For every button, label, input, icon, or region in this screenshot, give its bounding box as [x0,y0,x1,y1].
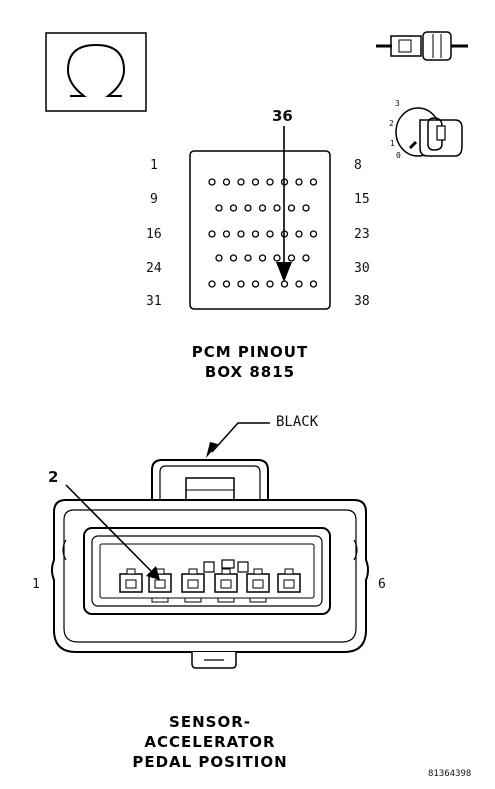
pcm-pin-grid [208,178,318,288]
pcm-row3-start-label: 16 [146,227,162,242]
sensor-pin-terminal [252,579,264,589]
sensor-pin-terminal [125,579,137,589]
ignition-pos-3: 3 [395,99,400,108]
pcm-connector [189,150,331,310]
pcm-row5-start-label: 31 [146,294,162,309]
sensor-pin-latch [126,568,136,575]
sensor-title-line2: ACCELERATOR [144,733,276,751]
sensor-pin-slot [151,597,169,603]
ignition-pos-1: 1 [390,139,395,148]
pcm-pin [258,254,267,262]
pcm-pin [273,204,281,212]
pcm-row3-end-label: 23 [354,227,370,242]
pcm-pin [302,204,310,212]
sensor-callout-label: 2 [48,468,59,486]
pcm-callout-arrow [276,126,292,282]
pcm-pin [208,280,216,288]
sensor-connector [51,459,369,669]
pcm-pin [309,230,318,238]
pcm-pin [222,280,231,288]
omega-symbol-icon [45,32,147,112]
sensor-pin-latch [221,568,231,575]
pcm-pin [273,254,281,262]
pcm-row4-end-label: 30 [354,261,370,276]
sensor-title: SENSOR- ACCELERATOR PEDAL POSITION [110,712,310,772]
pcm-pin [244,204,252,212]
sensor-pin-latch [188,568,198,575]
pcm-pin [215,204,223,212]
pcm-title: PCM PINOUT BOX 8815 [170,342,330,382]
sensor-title-line1: SENSOR- [169,713,251,731]
pcm-callout-label: 36 [272,107,293,125]
sensor-callout-arrow [65,484,160,580]
sensor-pin6-label: 6 [378,577,386,592]
pcm-row1-start-label: 1 [150,158,158,173]
pcm-pin [309,178,318,186]
pcm-pin [280,280,289,288]
pcm-row1-end-label: 8 [354,158,362,173]
sensor-pin-terminal [283,579,295,589]
sensor-pin-terminal [187,579,199,589]
ignition-key-icon [395,107,463,157]
pcm-row5-end-label: 38 [354,294,370,309]
pcm-pin [222,230,231,238]
pcm-pin [287,204,296,212]
pcm-pin [258,204,267,212]
color-callout-leader [206,422,270,458]
sensor-pin-cavity [214,573,238,593]
pcm-pin [287,254,296,262]
pcm-pin [244,254,252,262]
pcm-row4-start-label: 24 [146,261,162,276]
pcm-pin [295,230,303,238]
sensor-pin-cavity [277,573,301,593]
pcm-pin [237,178,245,186]
sensor-title-line3: PEDAL POSITION [132,753,288,771]
pcm-title-line1: PCM PINOUT [191,343,309,361]
pcm-pin [251,178,260,186]
pcm-pin [266,230,274,238]
pcm-pin [266,280,274,288]
ignition-pos-2: 2 [389,119,394,128]
pcm-pin [251,280,260,288]
figure-id: 81364398 [428,769,472,779]
ignition-pos-0: 0 [396,151,401,160]
sensor-pin-terminal [220,579,232,589]
pcm-row2-end-label: 15 [354,192,370,207]
sensor-pin-slot [217,597,235,603]
pcm-pin [295,178,303,186]
sensor-pin-latch [253,568,263,575]
pcm-pin [215,254,223,262]
pcm-pin [251,230,260,238]
pcm-pin [237,280,245,288]
wire-color-label: BLACK [276,414,319,430]
sensor-pin-cavity [181,573,205,593]
sensor-pin-cavity [119,573,143,593]
sensor-pin-latch [284,568,294,575]
pcm-pin [237,230,245,238]
pcm-pin [208,230,216,238]
pcm-pin [266,178,274,186]
sensor-pin-slot [184,597,202,603]
sensor-pin-slot [249,597,267,603]
pcm-pin [229,204,238,212]
sensor-pin1-label: 1 [32,577,40,592]
sensor-pin-cavity [246,573,270,593]
inline-connector-icon [376,31,468,61]
pcm-pin [302,254,310,262]
pcm-pin [222,178,231,186]
sensor-pin-row [119,568,301,603]
pcm-pin [309,280,318,288]
pcm-pin [295,280,303,288]
pcm-pin [229,254,238,262]
pcm-row2-start-label: 9 [150,192,158,207]
pcm-title-line2: BOX 8815 [204,363,296,381]
pcm-pin [208,178,216,186]
